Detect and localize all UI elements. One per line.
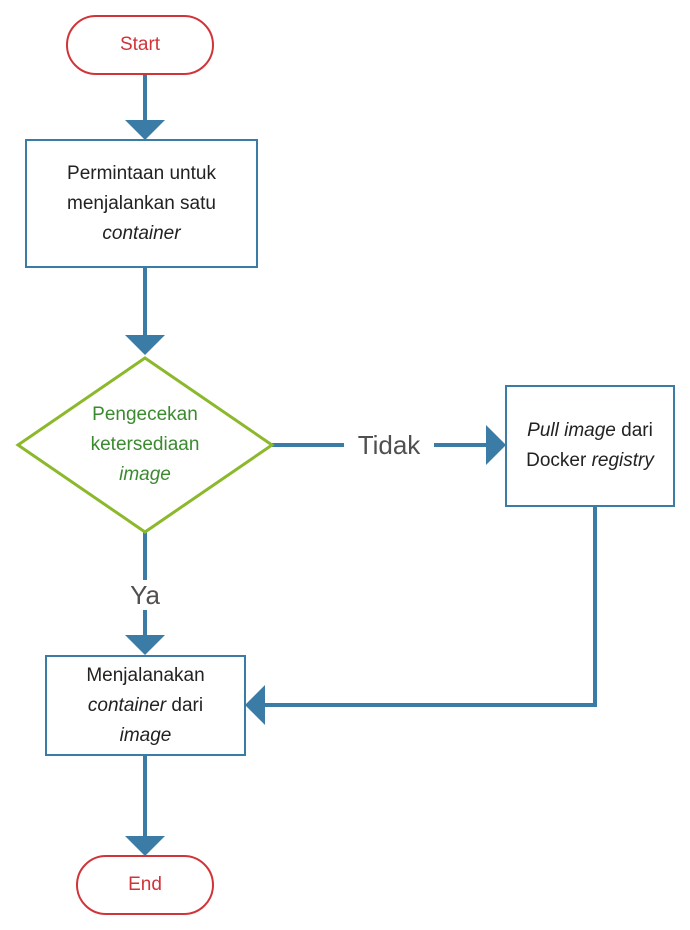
- run-line-1: Menjalanakan: [86, 664, 205, 686]
- check-decision-diamond: [15, 356, 275, 534]
- pull-line-1-rest: dari: [615, 420, 653, 441]
- check-line-2: ketersediaan: [90, 434, 200, 455]
- arrowhead-to-check: [125, 335, 165, 355]
- request-line-3: container: [102, 222, 181, 244]
- request-line-1: Permintaan untuk: [67, 162, 216, 184]
- check-line-3: image: [119, 464, 171, 485]
- pull-line-2-italic: registry: [591, 450, 654, 471]
- request-process-box: [25, 139, 258, 268]
- arrowhead-to-pull: [486, 425, 506, 465]
- pull-line-2-plain: Docker: [526, 450, 592, 471]
- connector-pull-run: [258, 505, 597, 707]
- edge-label-ya: Ya: [120, 580, 170, 610]
- arrowhead-from-pull-to-run: [245, 685, 265, 725]
- pull-label: Pull image dari Docker registry: [506, 386, 674, 506]
- end-label: End: [77, 856, 213, 914]
- start-terminal: [66, 15, 214, 75]
- run-line-3: image: [119, 724, 172, 746]
- edge-label-tidak: Tidak: [344, 430, 434, 460]
- start-label: Start: [67, 16, 213, 74]
- run-label: Menjalanakan container dari image: [46, 656, 245, 755]
- check-label: Pengecekan ketersediaan image: [40, 400, 250, 490]
- request-label: Permintaan untuk menjalankan satu contai…: [26, 140, 257, 267]
- pull-process-box: [505, 385, 675, 507]
- arrowhead-to-run: [125, 635, 165, 655]
- run-line-2: container dari: [88, 691, 203, 721]
- pull-line-1: Pull image dari: [527, 416, 653, 446]
- request-line-2: menjalankan satu: [67, 192, 216, 214]
- run-line-2-italic: container: [87, 694, 167, 716]
- pull-line-2: Docker registry: [526, 446, 654, 476]
- arrowhead-to-request: [125, 120, 165, 140]
- run-process-box: [45, 655, 246, 756]
- arrowhead-to-end: [125, 836, 165, 856]
- end-text: End: [128, 874, 162, 895]
- run-line-2-rest: dari: [166, 694, 204, 716]
- end-terminal: [76, 855, 214, 915]
- pull-line-1-italic: Pull image: [527, 420, 616, 441]
- start-text: Start: [119, 34, 161, 55]
- check-line-1: Pengecekan: [92, 404, 198, 425]
